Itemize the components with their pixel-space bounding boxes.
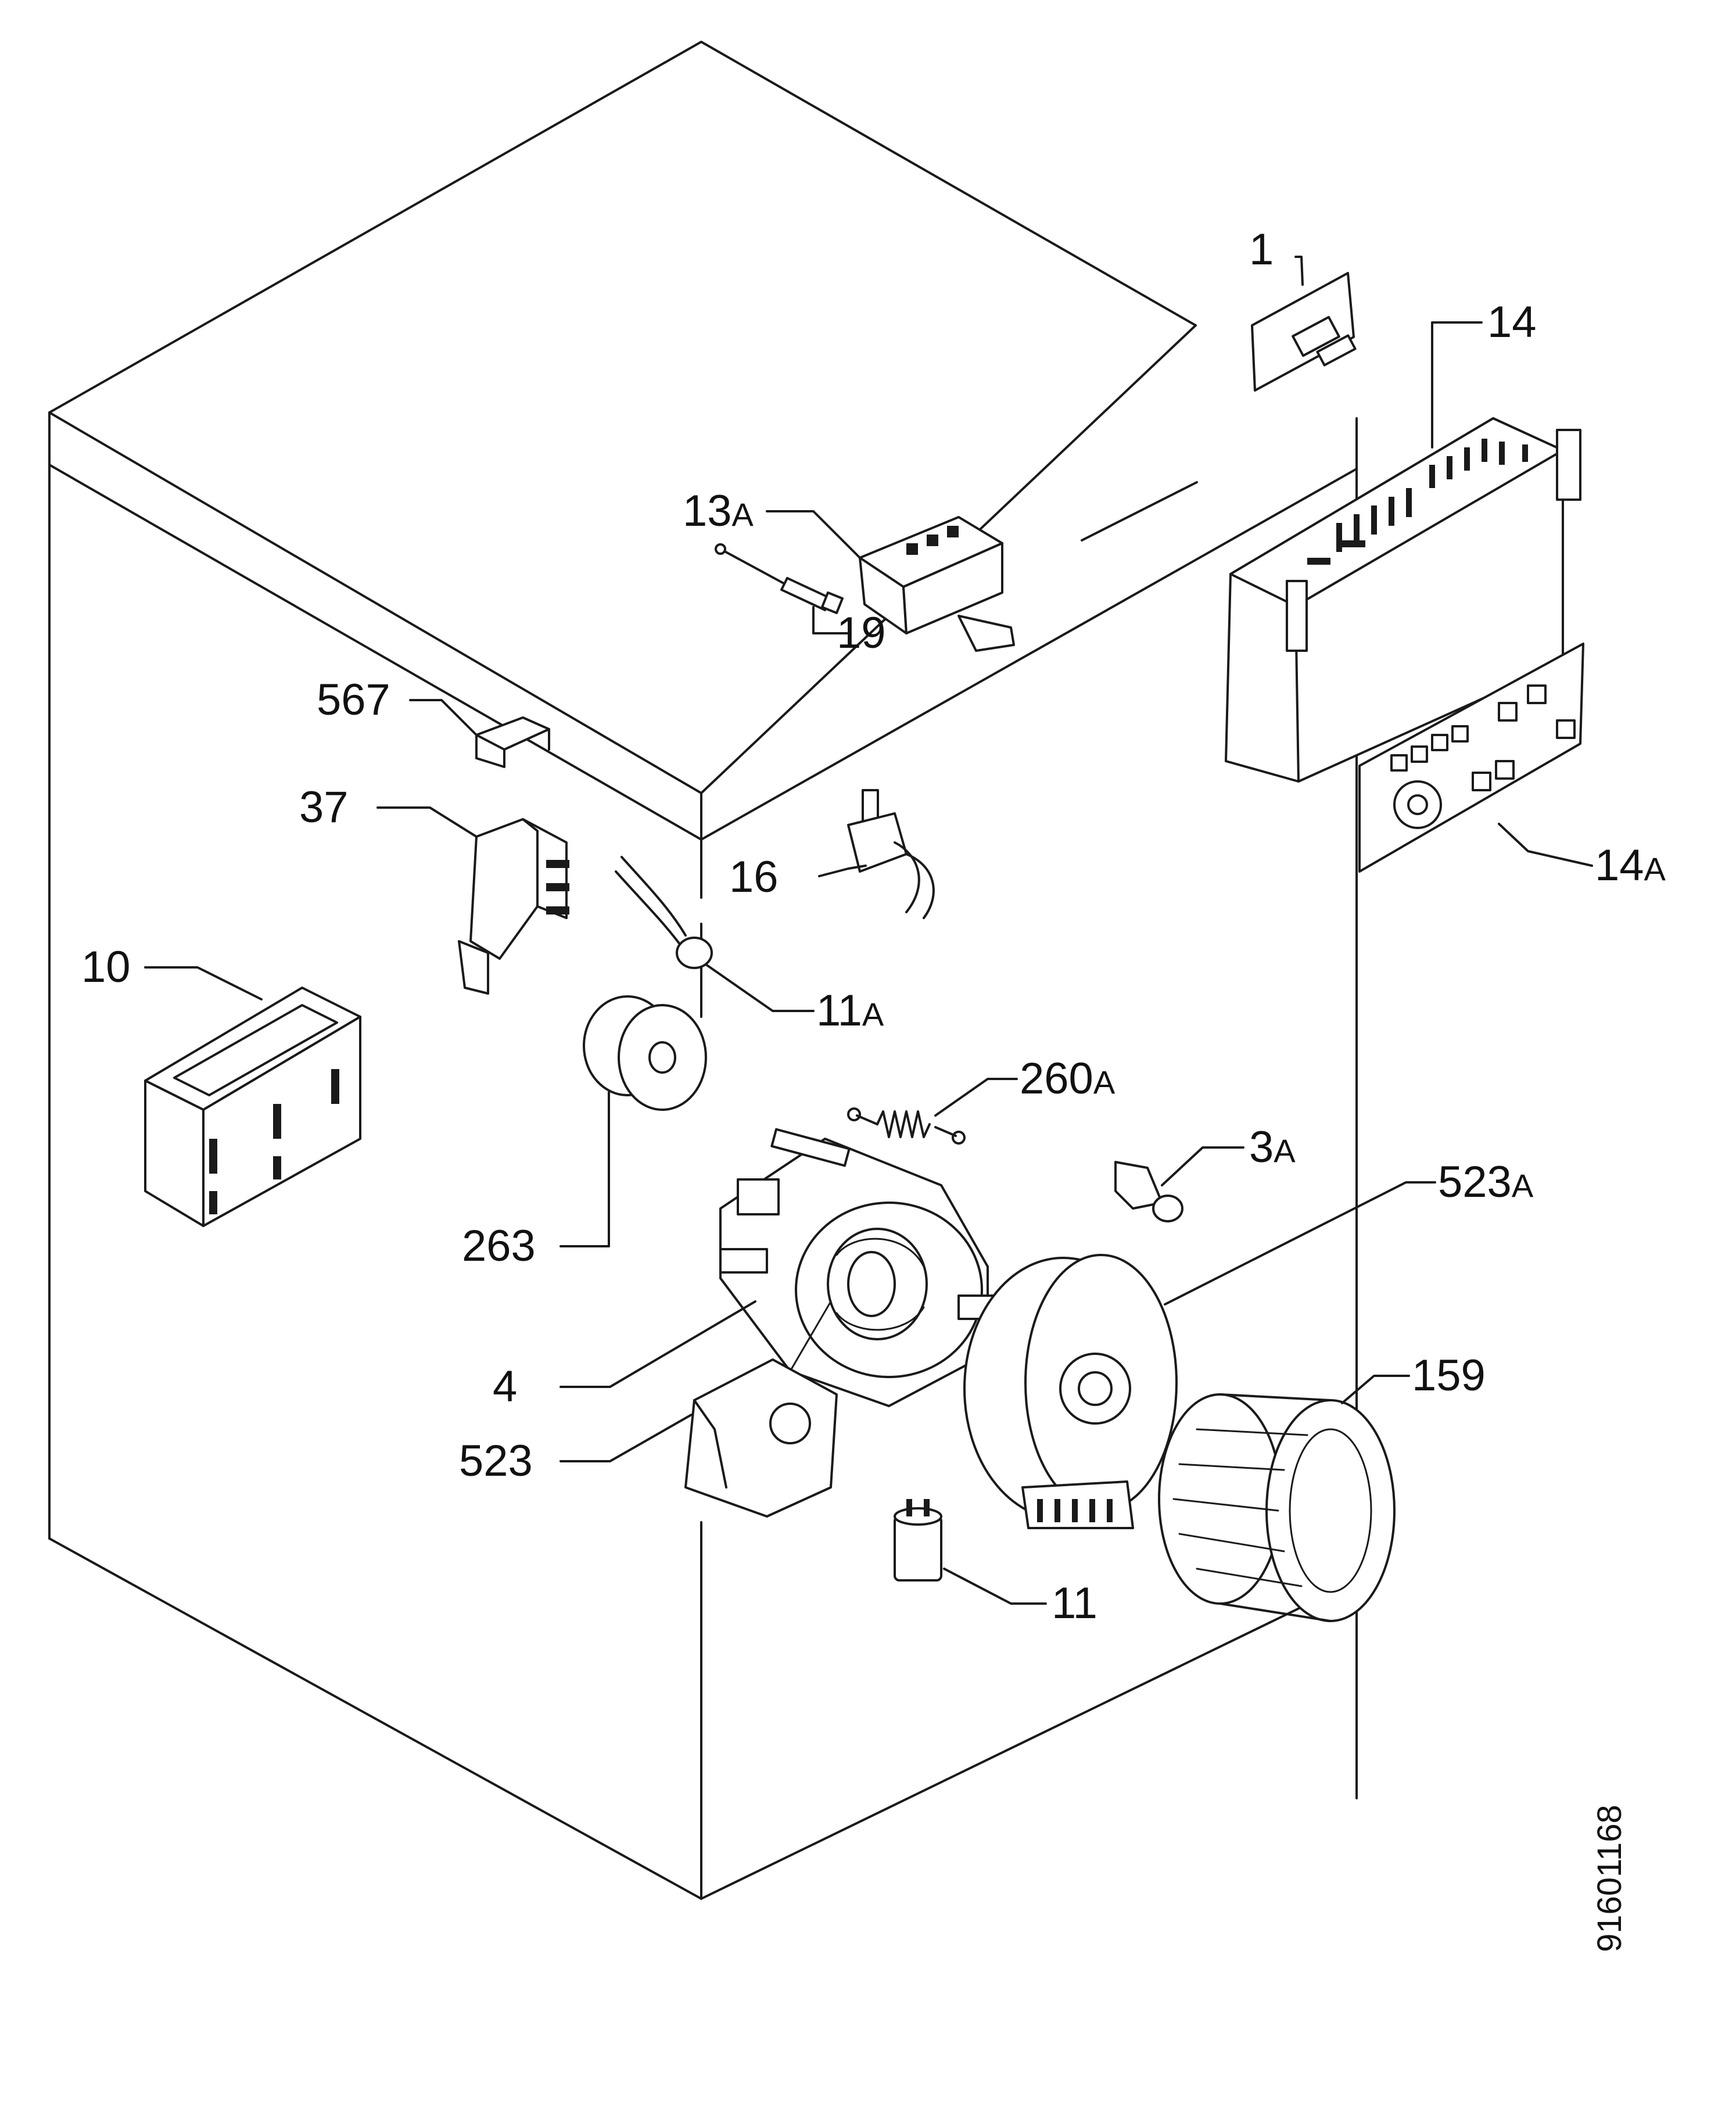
part-fan-housing <box>963 1254 1178 1529</box>
part-label-523a: 523A <box>1438 1157 1534 1207</box>
part-label-1: 1 <box>1249 225 1274 274</box>
part-label-13a: 13A <box>683 486 754 536</box>
part-spring <box>847 1107 966 1145</box>
part-label-14a: 14A <box>1595 841 1666 890</box>
part-connector-block <box>859 516 1015 652</box>
part-label-3a: 3A <box>1249 1123 1296 1172</box>
part-label-19: 19 <box>837 608 886 658</box>
part-label-14: 14 <box>1487 297 1537 347</box>
part-probe <box>715 543 844 614</box>
part-label-11: 11 <box>1052 1579 1097 1628</box>
part-motor-bracket <box>684 1358 838 1518</box>
part-label-10: 10 <box>81 942 131 992</box>
part-label-4: 4 <box>493 1362 517 1411</box>
part-label-37: 37 <box>299 783 349 832</box>
cabinet-outline <box>48 41 1358 1900</box>
part-label-523: 523 <box>459 1436 533 1486</box>
part-micro-switch <box>847 789 935 919</box>
part-control-panel <box>1358 643 1584 873</box>
part-label-16: 16 <box>729 852 779 902</box>
leader-lines <box>144 256 1593 1605</box>
part-label-159: 159 <box>1412 1351 1486 1400</box>
part-terminal-bracket <box>458 818 569 995</box>
part-filter-box <box>144 987 361 1227</box>
part-label-260a: 260A <box>1020 1054 1116 1103</box>
part-cable-bead <box>615 856 713 969</box>
part-pulley <box>583 995 707 1111</box>
part-labels: 1 14 13A 19 567 37 16 14A 10 11A 260A 3A… <box>81 225 1666 1628</box>
part-label-567: 567 <box>317 675 390 725</box>
part-label-263: 263 <box>462 1221 536 1271</box>
part-label-11a: 11A <box>816 986 884 1035</box>
part-switch-board <box>1251 272 1357 392</box>
part-clip <box>475 716 550 768</box>
part-capacitor <box>894 1499 942 1582</box>
document-number: 91601168 <box>1591 1805 1629 1952</box>
part-sensor <box>1114 1161 1183 1222</box>
part-blower-wheel <box>1158 1393 1396 1622</box>
